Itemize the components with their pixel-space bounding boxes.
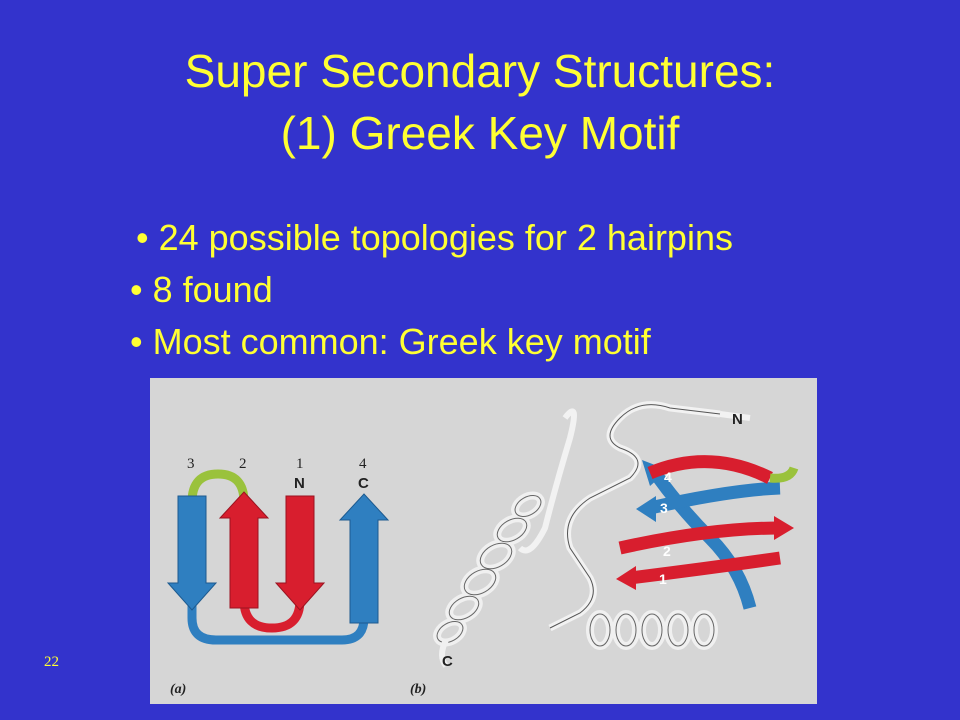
- coil-backbone-outline: [549, 404, 721, 629]
- long-loop: [517, 408, 577, 554]
- hairpin-loop-3-2: [187, 469, 249, 503]
- figure-svg: 3 2 1 4 N C (a): [166, 401, 799, 697]
- panel-b-caption: (b): [410, 682, 426, 697]
- strand-1-ribbon: [629, 551, 781, 585]
- greek-key-figure: 3 2 1 4 N C (a): [150, 378, 817, 704]
- hairpin-loop-2-1: [239, 599, 305, 633]
- strand-number-3: 3: [187, 456, 195, 472]
- ribbon-label-3: 3: [660, 500, 668, 516]
- strand-3-arrow: [166, 495, 218, 611]
- panel-a-caption: (a): [170, 682, 186, 697]
- slide-number: 22: [44, 654, 59, 670]
- c-terminus-label: C: [358, 475, 369, 492]
- strand-2-arrow: [218, 491, 270, 609]
- bullet-item: •8 found: [130, 264, 733, 316]
- strand-3-ribbon: [648, 481, 781, 515]
- strand-number-1: 1: [296, 456, 304, 472]
- connector-loop-3-4: [187, 518, 369, 645]
- ribbon-n-terminus: N: [732, 411, 743, 428]
- strand-1-head: [616, 566, 636, 590]
- strand-2-head: [774, 516, 794, 540]
- bullet-list: •24 possible topologies for 2 hairpins •…: [130, 212, 733, 368]
- panel-b-ribbon: 2 1 3 4 N C (b): [410, 401, 799, 697]
- ribbon-label-1: 1: [659, 571, 667, 587]
- bullet-item: •24 possible topologies for 2 hairpins: [136, 212, 733, 264]
- panel-a-diagram: 3 2 1 4 N C (a): [166, 456, 390, 697]
- title-line-1: Super Secondary Structures:: [184, 45, 776, 97]
- strand-1-arrow: [274, 495, 326, 611]
- ribbon-label-4: 4: [664, 469, 672, 485]
- ribbon-c-terminus: C: [442, 653, 453, 670]
- title-line-2: (1) Greek Key Motif: [280, 107, 680, 159]
- strand-number-2: 2: [239, 456, 247, 472]
- strand-4-arrow: [338, 493, 390, 624]
- bullet-text: 24 possible topologies for 2 hairpins: [158, 217, 733, 258]
- slide-title: Super Secondary Structures: (1) Greek Ke…: [0, 40, 960, 164]
- bullet-item: •Most common: Greek key motif: [130, 316, 733, 368]
- bullet-text: Most common: Greek key motif: [152, 321, 651, 362]
- bullet-marker: •: [130, 321, 143, 362]
- c-tail: [439, 638, 449, 668]
- bullet-text: 8 found: [152, 269, 273, 310]
- strand-1-top-ribbon: [647, 455, 773, 484]
- ribbon-label-2: 2: [663, 543, 671, 559]
- bullet-marker: •: [130, 269, 143, 310]
- bullet-marker: •: [136, 217, 149, 258]
- n-terminus-label: N: [294, 475, 305, 492]
- strand-2-ribbon: [618, 521, 781, 555]
- strand-3-head: [636, 496, 656, 522]
- green-loop: [769, 466, 799, 483]
- strand-number-4: 4: [359, 456, 367, 472]
- bottom-helix: [586, 610, 718, 650]
